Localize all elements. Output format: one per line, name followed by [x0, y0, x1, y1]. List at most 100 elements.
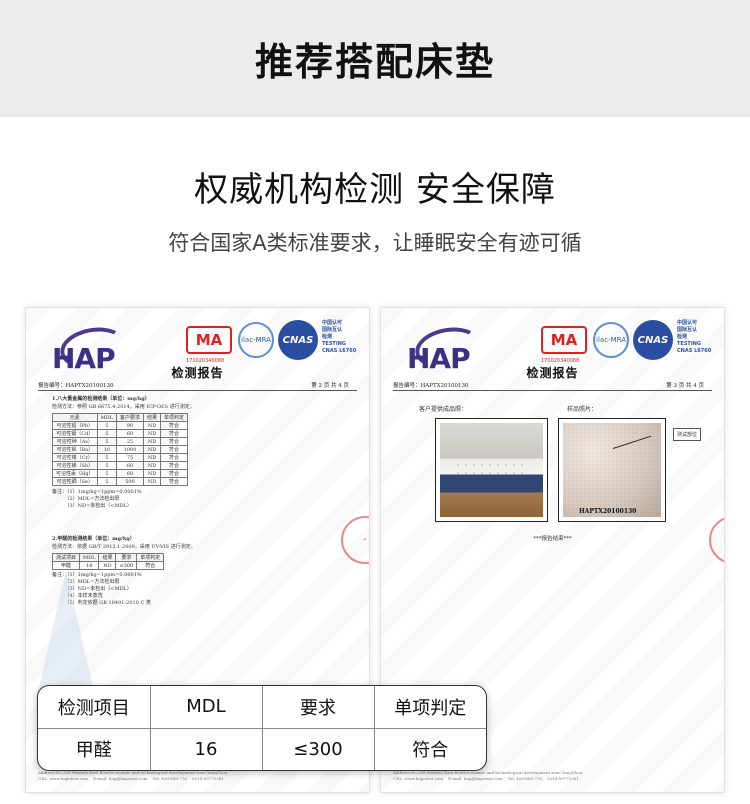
table-cell: 符合 [160, 421, 189, 430]
table-cell: 5 [96, 429, 118, 438]
table-cell: 符合 [160, 437, 189, 446]
table-cell: 1000 [116, 445, 145, 454]
table-header-cell: 结果 [98, 553, 117, 562]
table-cell: ND [143, 469, 162, 478]
table-header-cell: MDL [96, 413, 118, 422]
table-row: 甲醛 16 ND ≤300 符合 [51, 561, 165, 570]
result-table: 检测项目 MDL 要求 单项判定 甲醛 16 ≤300 符合 [38, 686, 486, 770]
result-header-requirement: 要求 [262, 686, 375, 729]
table-cell: 可溶性硒（Se） [52, 477, 98, 486]
report-title: 检测报告 [526, 366, 579, 380]
cert-number: 171020340088 [186, 358, 225, 364]
table-cell: 5 [96, 453, 118, 462]
result-value-judgement: 符合 [412, 740, 449, 762]
table-cell: 5 [96, 469, 118, 478]
table-header-cell: 单项判定 [160, 413, 189, 422]
table-cell: 可溶性砷（As） [52, 437, 98, 446]
table-header-cell: 测试项目 [51, 553, 81, 562]
table-cell: 符合 [160, 477, 189, 486]
report-number: 报告编号：HAPTX20100130 [38, 383, 114, 389]
sample-photo-frame [558, 418, 666, 522]
table-cell: 符合 [160, 469, 189, 478]
section1-method: 检测方法：参照 GB 6675.4-2014，采用 ICP-OES 进行测定。 [52, 404, 195, 410]
table-header-cell: 元素 [52, 413, 98, 422]
cma-cert-icon: MA [186, 326, 232, 354]
cnas-cert-icon: CNAS [278, 320, 318, 360]
result-value-test-item: 甲醛 [38, 728, 151, 770]
foam-sample-photo [563, 423, 661, 517]
cma-cert-icon: MA [541, 326, 587, 354]
table-header-cell: 客户要求 [116, 413, 145, 422]
notes-section1: 备注：（1）1mg/kg=1ppm=0.0001% （2）MDL=方法检出限 （… [52, 489, 142, 509]
cnas-cert-text: 中国认可 国际互认 检测 TESTING CNAS L6760 [322, 320, 357, 354]
table-cell: 500 [116, 477, 145, 486]
table-cell: 75 [116, 453, 145, 462]
mattress-photo [440, 423, 543, 517]
cert-number: 171020340088 [541, 358, 580, 364]
red-seal-stamp: ✦ [341, 516, 369, 564]
hap-logo: HAP [407, 322, 487, 376]
sample-photo-caption: HAPTX20100130 [579, 508, 637, 515]
section2-method: 检测方法：依据 GB/T 2912.1-2009，采用 UV-VIS 进行测定。 [52, 544, 196, 550]
table-cell: 可溶性钡（Ba） [52, 445, 98, 454]
cnas-cert-icon: CNAS [633, 320, 673, 360]
table-cell: ND [143, 477, 162, 486]
table-header-cell: 单项判定 [136, 553, 165, 562]
table-cell: 可溶性镉（Cd） [52, 429, 98, 438]
table-cell: 5 [96, 477, 118, 486]
table-cell: 16 [79, 561, 100, 570]
table-header-row: 测试项目 MDL 结果 要求 单项判定 [51, 553, 165, 562]
result-header-judgement: 单项判定 [374, 686, 486, 729]
table-cell: ND [143, 421, 162, 430]
section2-title: 2.甲醛的检测结果（单位：mg/kg） [52, 536, 135, 542]
report-number: 报告编号：HAPTX20100130 [393, 383, 469, 389]
table-cell: 甲醛 [51, 561, 81, 570]
customer-photo-label: 客户提供成品照： [419, 406, 468, 413]
header-rule [38, 390, 357, 391]
table-cell: 可溶性铅（Pb） [52, 421, 98, 430]
table-cell: 60 [116, 461, 145, 470]
table-cell: 可溶性锑（Sb） [52, 461, 98, 470]
hap-logo: HAP [52, 322, 132, 376]
report-footer: Address:No.288 Wuzhen East Road,economic… [393, 770, 583, 781]
mattress-photo-frame [435, 418, 548, 522]
page-indicator: 第 3 页 共 4 页 [666, 383, 704, 389]
result-value-row: 甲醛 16 ≤300 符合 [38, 728, 486, 770]
table-cell: ND [143, 461, 162, 470]
table-cell: 5 [96, 437, 118, 446]
report-title: 检测报告 [171, 366, 224, 380]
table-cell: 符合 [160, 445, 189, 454]
subline: 符合国家A类标准要求，让睡眠安全有迹可循 [168, 231, 582, 255]
sample-photo-label: 样品照片： [567, 406, 598, 413]
table-cell: 10 [96, 445, 118, 454]
table-header-cell: 要求 [115, 553, 138, 562]
table-cell: ≤300 [115, 561, 138, 570]
report-end-mark: ***报告结束*** [533, 536, 572, 542]
test-position-note: 测试部位 [673, 428, 702, 441]
table-cell: ND [98, 561, 117, 570]
formaldehyde-result-card: 检测项目 MDL 要求 单项判定 甲醛 16 ≤300 符合 [37, 685, 487, 771]
page-indicator: 第 2 页 共 4 页 [311, 383, 349, 389]
table-header-cell: 结果 [143, 413, 162, 422]
table-cell: 可溶性铬（Cr） [52, 453, 98, 462]
table-cell: 5 [96, 421, 118, 430]
red-seal-stamp: ✦ [709, 516, 724, 564]
ilac-mra-cert-icon: ilac-MRA [238, 322, 274, 358]
result-header-row: 检测项目 MDL 要求 单项判定 [38, 686, 486, 729]
table-header-cell: MDL [79, 553, 100, 562]
table-cell: ND [143, 429, 162, 438]
ilac-mra-cert-icon: ilac-MRA [593, 322, 629, 358]
table-cell: 5 [96, 461, 118, 470]
table-cell: 符合 [160, 461, 189, 470]
table-cell: 符合 [160, 453, 189, 462]
highlight-beam [36, 570, 96, 700]
result-value-mdl: 16 [150, 728, 263, 770]
